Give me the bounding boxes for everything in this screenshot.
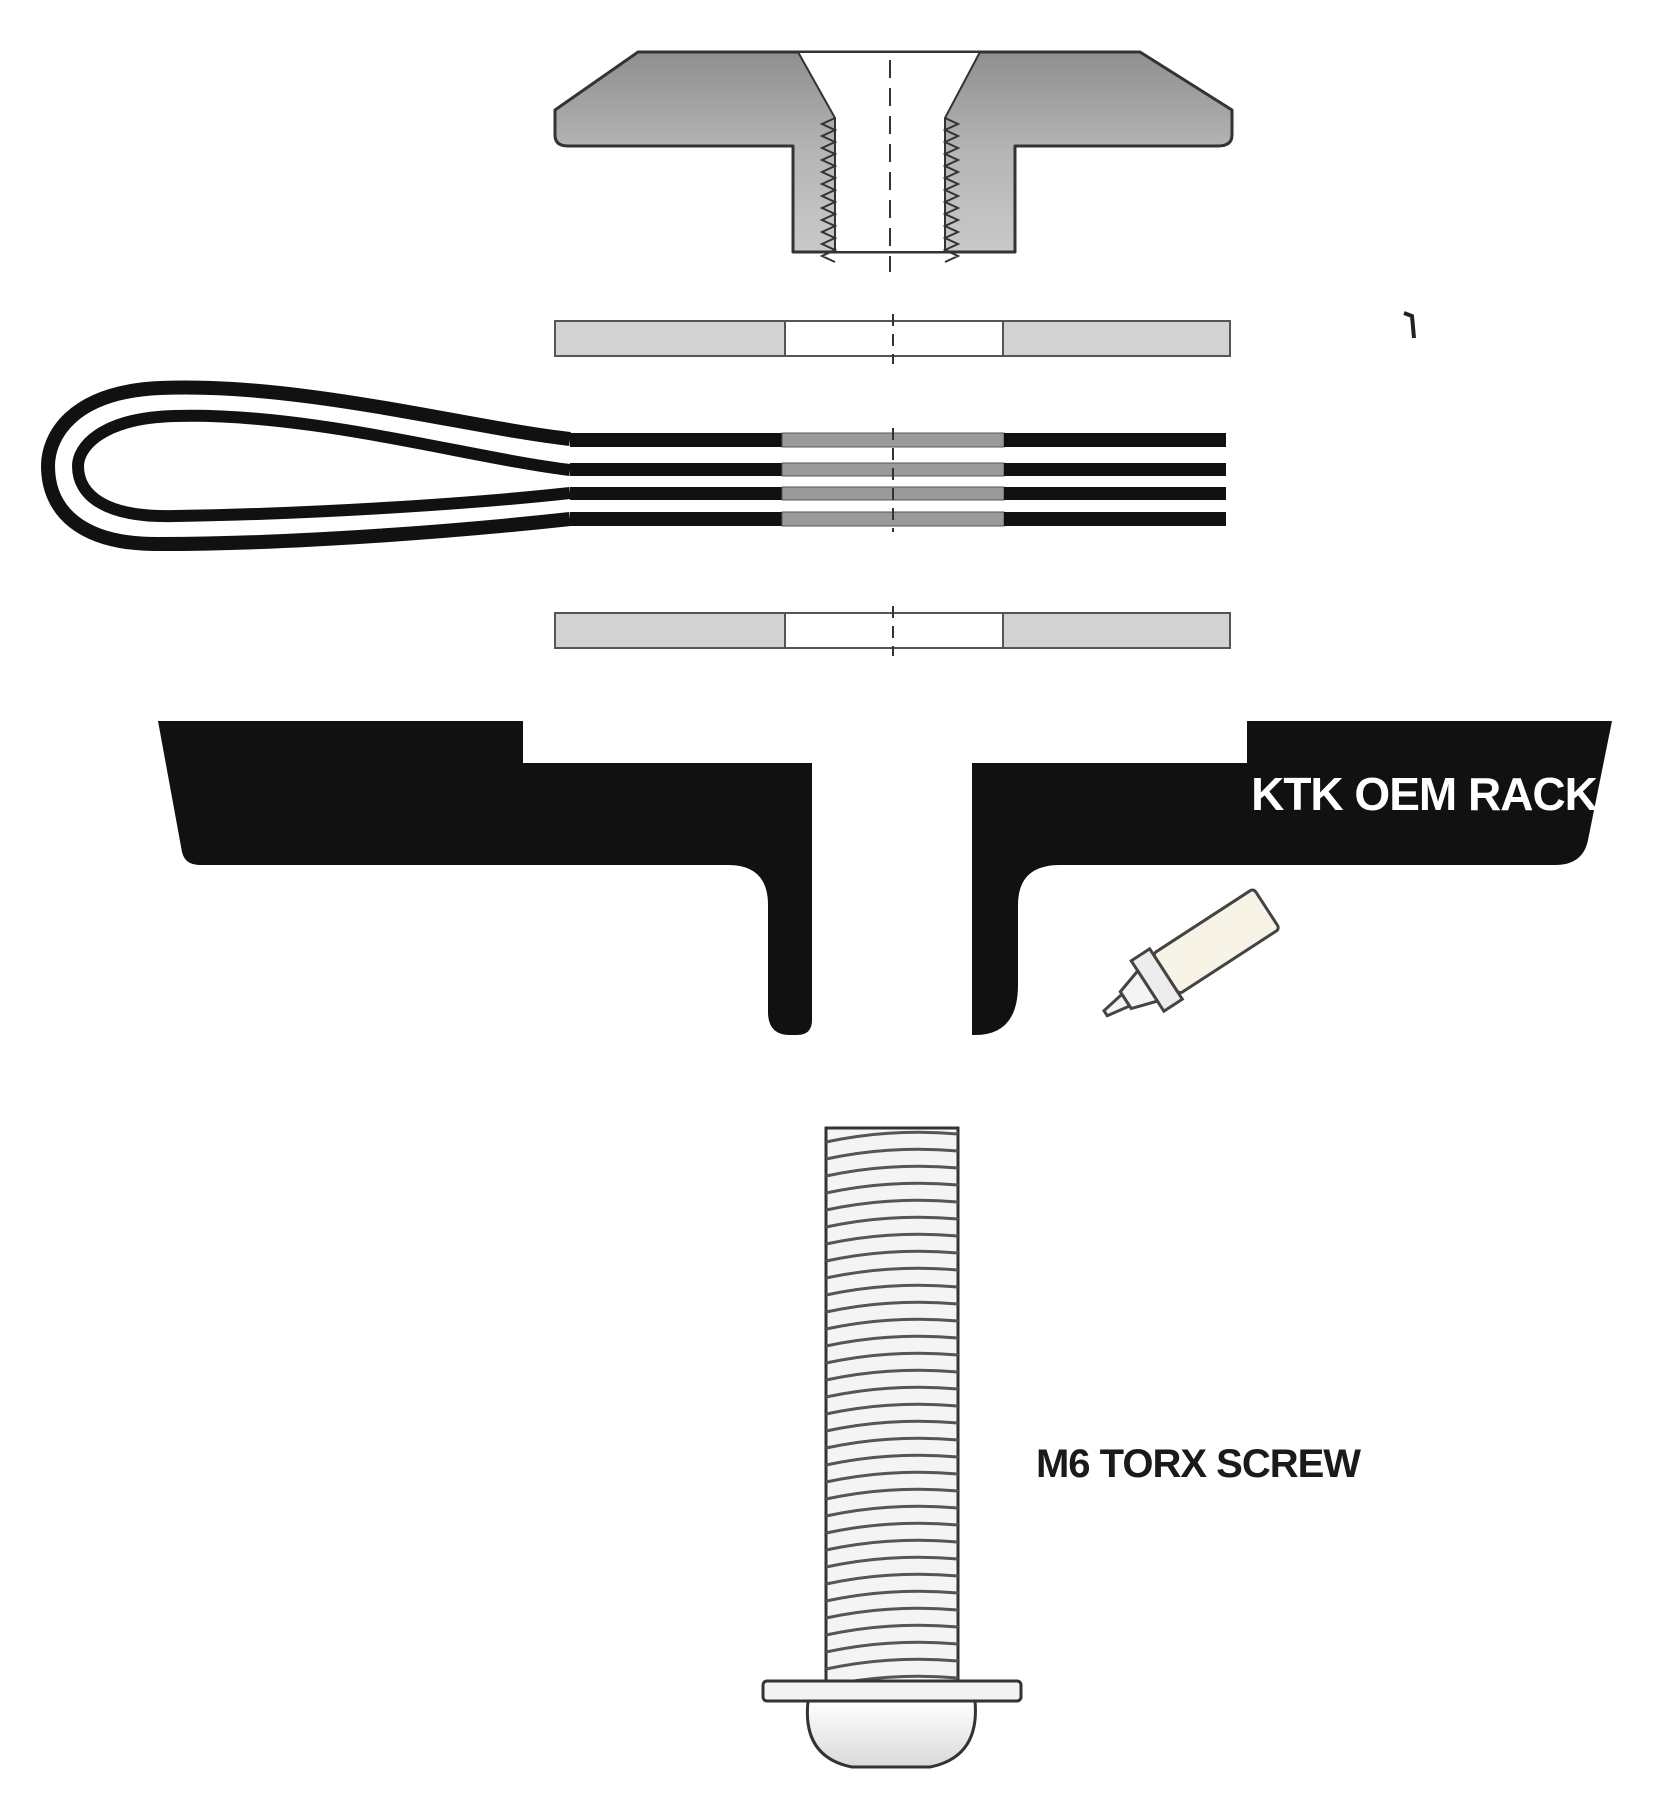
thread-tooth-line [942,117,961,263]
screw-thread-ridge [825,1334,959,1348]
screw-thread-ridge [825,1521,959,1535]
screw-thread-ridge [825,1283,959,1297]
screw-head [805,1699,977,1769]
upper-washer-left [554,320,786,357]
screw-thread-ridge [825,1589,959,1603]
strap-band-2 [570,462,1226,477]
screw-thread-ridge [825,1351,959,1365]
screw-thread-ridge [825,1385,959,1399]
screw-thread-ridge [825,1249,959,1263]
lower-washer-left [554,612,786,649]
screw-washer-flange [761,1679,1023,1703]
m6-torx-screw [761,1126,1023,1769]
thread-tooth-line [819,117,838,263]
screw-thread-ridge [825,1504,959,1518]
upper-washer-right [1002,320,1231,357]
screw-thread-ridge [825,1555,959,1569]
rack-right-section [972,721,1612,1035]
screw-thread-ridge [825,1368,959,1382]
screw-thread-ridge [825,1198,959,1212]
t-nut [553,50,1234,272]
screw-thread-ridge [825,1606,959,1620]
screw-thread-ridge [825,1402,959,1416]
t-nut-thread-teeth [819,117,961,263]
rack-label: KTK OEM RACK [1251,768,1598,820]
strap-loop-outer [40,380,571,552]
screw-thread-ridge [825,1317,959,1331]
screw-thread-ridge [825,1657,959,1671]
lower-washer-right [1002,612,1231,649]
screw-thread-ridge [825,1538,959,1552]
screw-thread-ridge [825,1572,959,1586]
screw-thread-ridge [825,1419,959,1433]
screw-thread-ridge [825,1640,959,1654]
strap-loop-inner [71,409,571,523]
screw-thread-ridge [825,1181,959,1195]
upper-washer [554,314,1231,364]
screw-thread-ridge [825,1164,959,1178]
strap-loop [40,380,1226,552]
strap-band-1 [570,432,1226,448]
screw-thread-ridge [825,1147,959,1161]
strap-band-4 [570,511,1226,527]
screw-thread-ridge [825,1623,959,1637]
screw-thread-ridge [825,1470,959,1484]
screw-thread-shank [824,1126,960,1688]
screw-thread-ridge [825,1266,959,1280]
threadlocker-tube-icon [1102,888,1280,1018]
screw-thread-ridge [825,1215,959,1229]
small-tick-mark [1403,311,1416,339]
screw-label: M6 TORX SCREW [1036,1442,1361,1486]
screw-thread-ridge [825,1436,959,1450]
screw-thread-ridge [825,1300,959,1314]
lower-washer [554,606,1231,656]
screw-thread-ridge [825,1453,959,1467]
screw-thread-ridge [825,1487,959,1501]
screw-thread-ridge [825,1130,959,1144]
rack-left-section [158,721,812,1035]
screw-thread-ridge [825,1232,959,1246]
strap-band-3 [570,486,1226,501]
